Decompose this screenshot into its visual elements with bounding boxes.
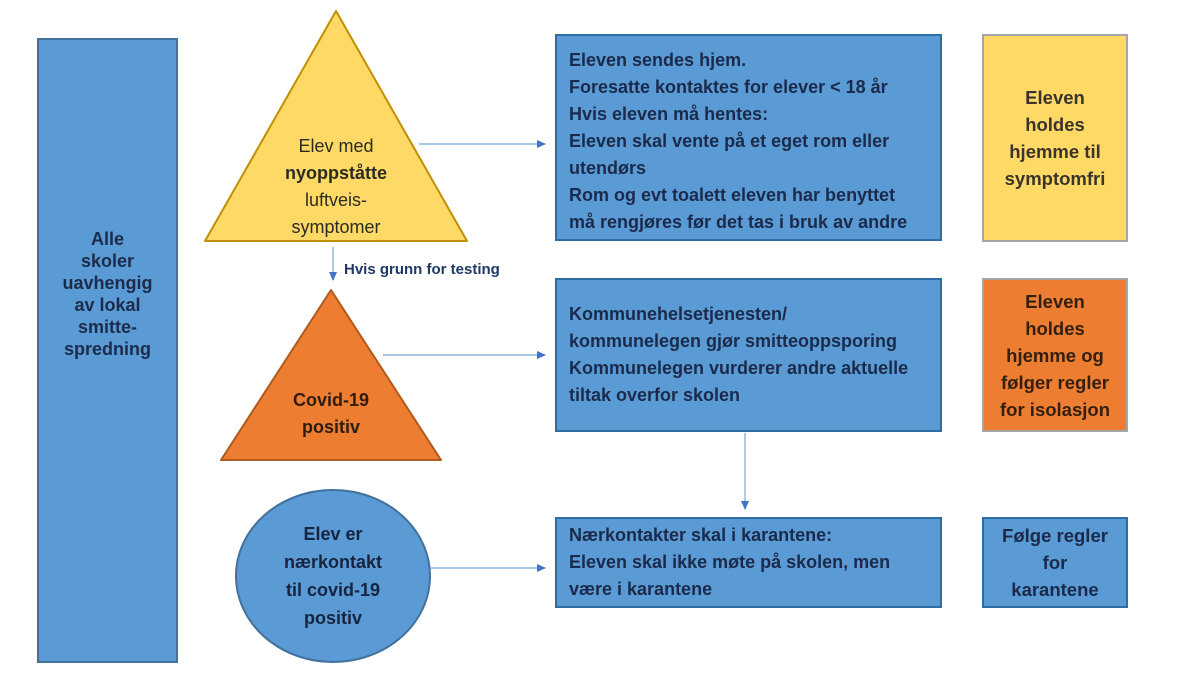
- covid-triangle-text: Covid-19 positiv: [292, 390, 370, 437]
- quarantine-rules-text: Følge regler for karantene: [1002, 525, 1108, 600]
- covid-triangle-shape: [220, 289, 442, 461]
- symptom-triangle-polygon: [204, 10, 468, 242]
- symptom-triangle-text: Elev med nyoppståtte luftveis- symptomer: [202, 133, 470, 241]
- covid-triangle-polygon: [220, 289, 442, 461]
- isolation-rules-text: Eleven holdes hjemme og følger regler fo…: [1000, 290, 1110, 420]
- home-until-symptomfree-box: Eleven holdes hjemme til symptomfri: [982, 34, 1128, 242]
- isolation-rules-box: Eleven holdes hjemme og følger regler fo…: [982, 278, 1128, 432]
- close-contact-circle: Elev er nærkontakt til covid-19 positiv: [235, 489, 431, 663]
- close-contact-text: Elev er nærkontakt til covid-19 positiv: [283, 524, 382, 628]
- home-until-symptomfree-text: Eleven holdes hjemme til symptomfri: [1004, 87, 1106, 189]
- symptom-triangle: Elev med nyoppståtte luftveis- symptomer: [202, 8, 470, 244]
- symptom-line-3: luftveis- symptomer: [291, 190, 381, 237]
- quarantine-rules-box: Følge regler for karantene: [982, 517, 1128, 608]
- testing-condition-label: Hvis grunn for testing: [344, 261, 500, 278]
- contact-tracing-text: Kommunehelsetjenesten/ kommunelegen gjør…: [569, 304, 909, 405]
- contact-tracing-box: Kommunehelsetjenesten/ kommunelegen gjør…: [555, 278, 942, 432]
- symptom-line-1: Elev med: [298, 136, 374, 156]
- symptom-triangle-shape: [204, 10, 468, 242]
- quarantine-text: Nærkontakter skal i karantene: Eleven sk…: [569, 525, 891, 599]
- send-home-box: Eleven sendes hjem. Foresatte kontaktes …: [555, 34, 942, 241]
- covid-positive-triangle: Covid-19 positiv: [218, 287, 444, 463]
- symptom-line-2-bold: nyoppståtte: [284, 163, 387, 183]
- all-schools-text: Alle skoler uavhengig av lokal smitte- s…: [62, 229, 153, 359]
- quarantine-box: Nærkontakter skal i karantene: Eleven sk…: [555, 517, 942, 608]
- send-home-text: Eleven sendes hjem. Foresatte kontaktes …: [569, 50, 908, 232]
- all-schools-panel: Alle skoler uavhengig av lokal smitte- s…: [37, 38, 178, 663]
